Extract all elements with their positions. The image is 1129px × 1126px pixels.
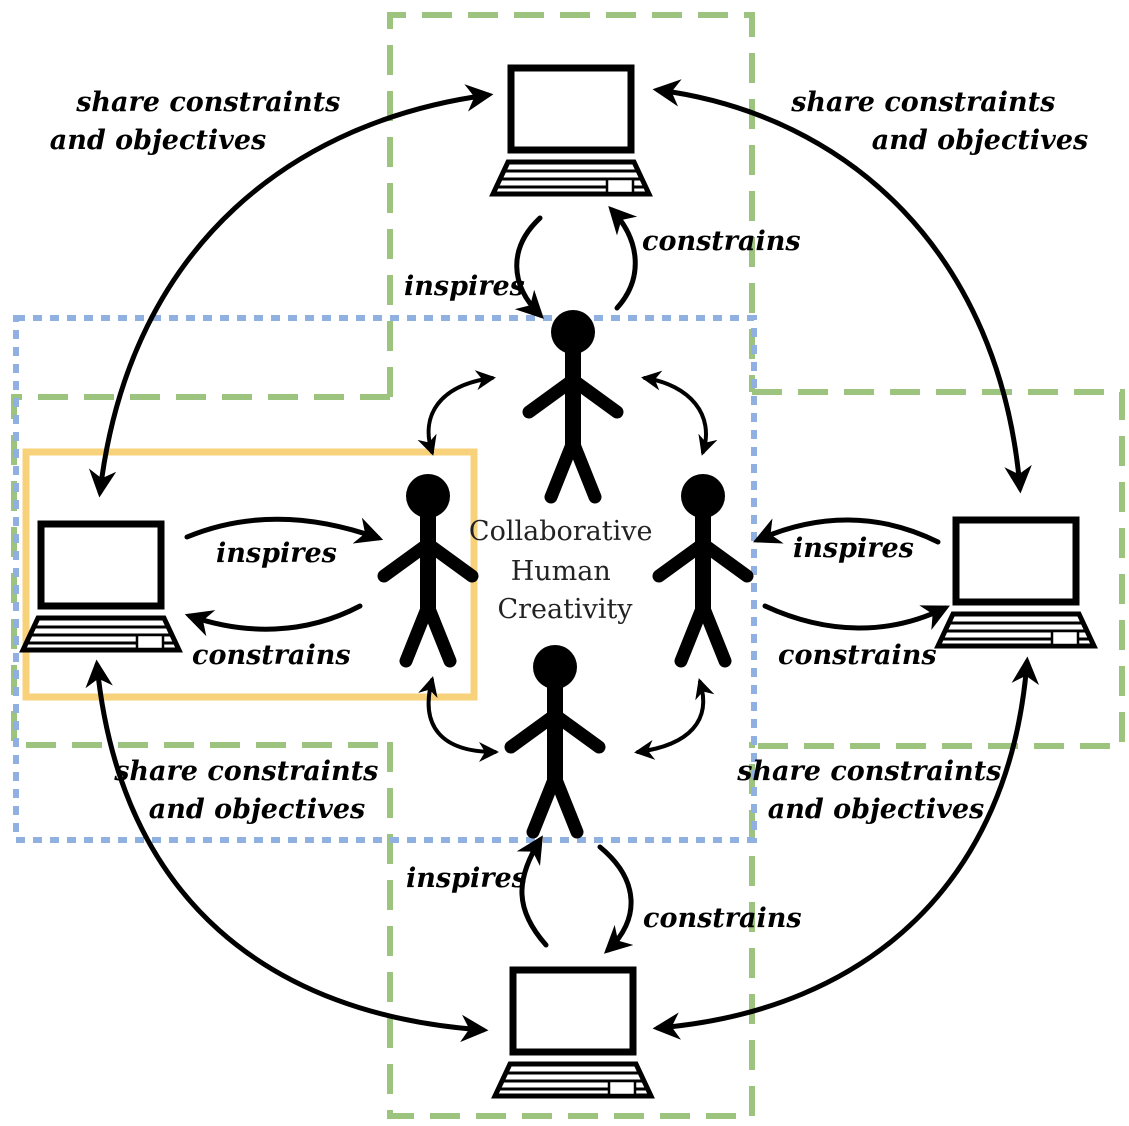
constrains-label-right: constrains bbox=[778, 640, 937, 671]
computer-icon-left bbox=[23, 524, 179, 650]
human-arrow-bottom-left bbox=[418, 676, 499, 762]
human-arrow-top-left bbox=[417, 370, 496, 456]
share-label-bottom-right: share constraints and objectives bbox=[736, 756, 1011, 825]
person-icon-top bbox=[529, 310, 617, 497]
share-label-bottom-left: share constraints and objectives bbox=[113, 756, 388, 825]
share-arrow-bottom-left bbox=[85, 659, 489, 1043]
inspires-arrow-top bbox=[514, 215, 544, 319]
person-icon-right bbox=[659, 474, 747, 661]
constrains-label-top: constrains bbox=[642, 226, 801, 257]
inspires-arrow-bottom bbox=[516, 835, 549, 948]
human-arrow-top-right bbox=[641, 370, 718, 456]
share-label-top-left: share constraints and objectives bbox=[50, 87, 350, 156]
inspires-arrow-left bbox=[184, 516, 384, 544]
inspires-label-right: inspires bbox=[793, 533, 914, 564]
inspires-label-top: inspires bbox=[404, 271, 525, 302]
computer-icon-right bbox=[938, 520, 1094, 646]
person-icon-bottom bbox=[511, 645, 599, 832]
computer-icon-bottom bbox=[495, 970, 651, 1096]
constrains-label-bottom: constrains bbox=[643, 903, 802, 934]
center-title: Collaborative Human Creativity bbox=[469, 516, 661, 625]
person-icon-left bbox=[384, 474, 472, 661]
share-arrow-top-left bbox=[88, 84, 494, 498]
constrains-label-left: constrains bbox=[192, 640, 351, 671]
inspires-arrow-right bbox=[752, 517, 941, 545]
constrains-arrow-right bbox=[762, 603, 950, 631]
human-arrow-bottom-right bbox=[634, 678, 715, 760]
inspires-label-bottom: inspires bbox=[406, 863, 527, 894]
constrains-arrow-bottom bbox=[597, 844, 634, 954]
share-arrow-bottom-right bbox=[652, 656, 1039, 1040]
share-arrow-top-right bbox=[652, 79, 1032, 494]
share-label-top-right: share constraints and objectives bbox=[790, 87, 1088, 156]
computer-icon-top bbox=[493, 68, 649, 194]
constrains-arrow-top bbox=[608, 205, 638, 311]
inspires-label-left: inspires bbox=[216, 538, 337, 569]
constrains-arrow-left bbox=[184, 603, 363, 637]
